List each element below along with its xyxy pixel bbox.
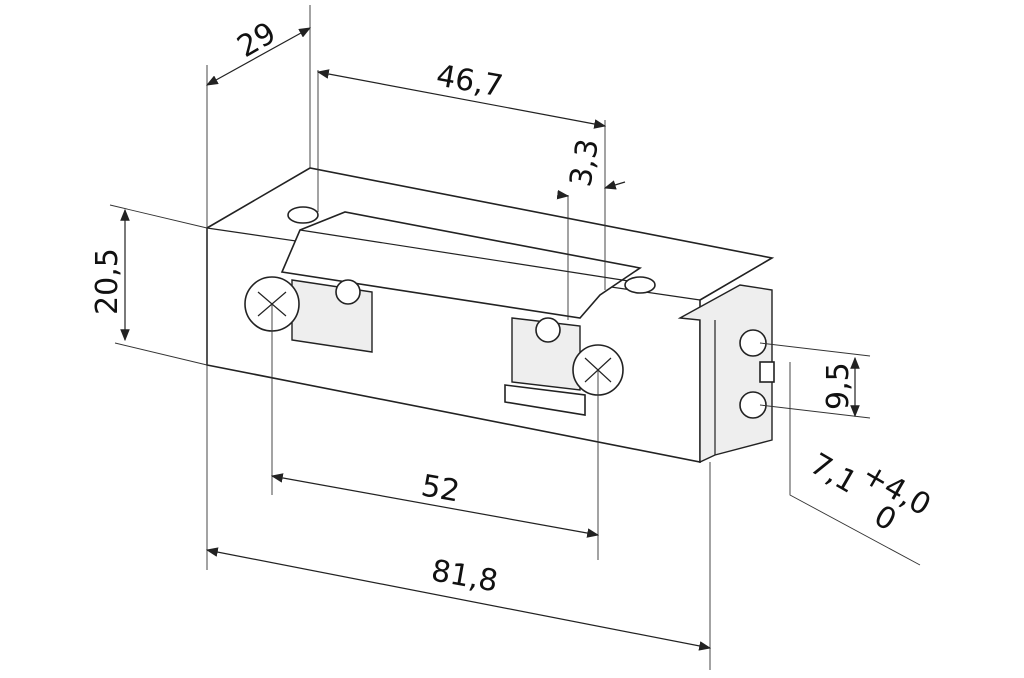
dimension-lines bbox=[120, 27, 860, 651]
dim-offset: 3,3 bbox=[563, 136, 606, 189]
dim-terminal-spacing: 9,5 bbox=[821, 362, 856, 410]
dim-adjust-tol-lower: 0 bbox=[868, 499, 902, 539]
dim-height: 20,5 bbox=[90, 248, 125, 315]
terminal-screw-icons bbox=[739, 329, 775, 419]
dim-adjust-nominal: 7,1 bbox=[804, 447, 863, 501]
top-screw-icons bbox=[287, 206, 656, 343]
dim-faceplate-length: 46,7 bbox=[434, 58, 506, 104]
dim-depth: 29 bbox=[232, 16, 283, 65]
dim-screw-spacing: 52 bbox=[419, 468, 463, 509]
dim-total-length: 81,8 bbox=[429, 553, 501, 599]
